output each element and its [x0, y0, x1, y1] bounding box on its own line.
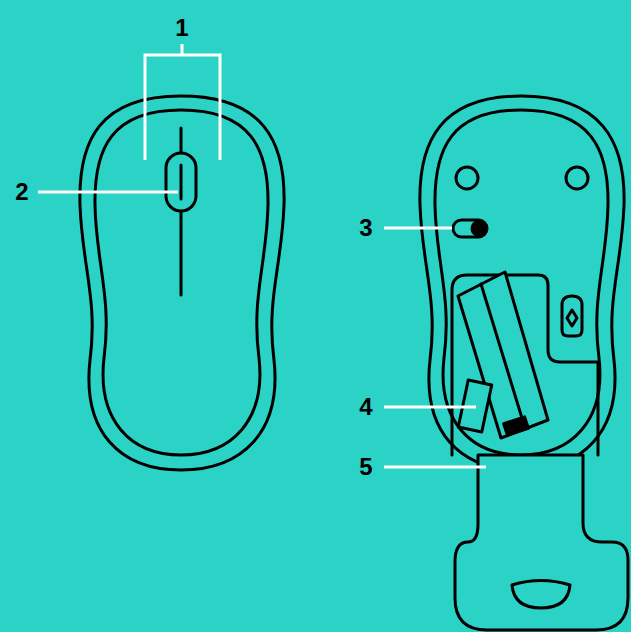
power-switch-knob	[472, 222, 486, 236]
sensor-mark	[567, 310, 577, 326]
battery-cover	[455, 455, 628, 630]
battery	[458, 272, 548, 438]
mouse-bottom-outer	[420, 96, 624, 470]
callout-leader	[181, 44, 184, 55]
mouse-top-inner	[95, 110, 268, 455]
mouse-bottom-inner	[435, 110, 608, 455]
scroll-wheel	[166, 153, 196, 211]
scroll-wheel-groove	[180, 165, 183, 199]
callout-number: 2	[15, 180, 28, 204]
callout-leader	[38, 191, 178, 194]
button-split-line	[180, 210, 183, 295]
callout-number: 3	[359, 216, 372, 240]
sensor-window	[562, 296, 582, 336]
power-switch	[453, 220, 487, 237]
callout-number: 5	[359, 455, 372, 479]
callout-bracket	[145, 55, 220, 160]
cover-grip	[512, 581, 570, 609]
callout-leader	[384, 227, 452, 230]
mouse-foot	[566, 167, 588, 189]
callout-number: 1	[175, 16, 188, 40]
mouse-top-outer	[80, 96, 284, 470]
button-split-line	[180, 128, 183, 155]
callout-leader	[384, 406, 476, 409]
callout-number: 4	[359, 395, 372, 419]
mouse-foot	[456, 167, 478, 189]
callout-leader	[384, 466, 486, 469]
